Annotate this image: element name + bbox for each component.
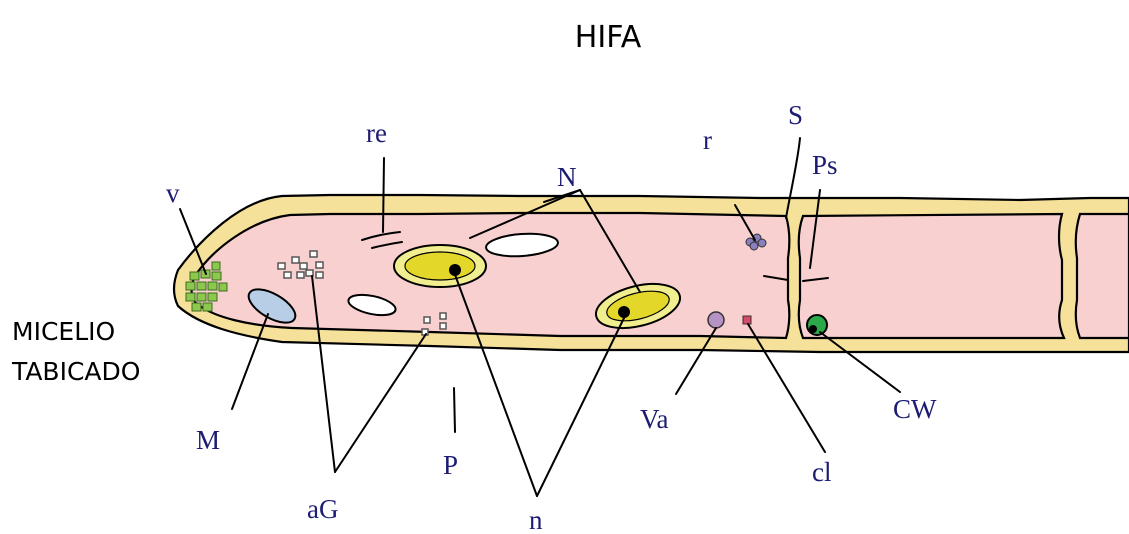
- label-aG: aG: [307, 494, 338, 524]
- crystal: [743, 316, 751, 324]
- diagram-title: HIFA: [575, 20, 642, 55]
- vacuole: [708, 312, 724, 328]
- woronin-body: [807, 315, 827, 335]
- cytoplasm-second-cell: [799, 214, 1064, 338]
- nucleus-1: [394, 245, 486, 287]
- side-label-line1: MICELIO: [12, 317, 115, 346]
- side-label-line2: TABICADO: [11, 357, 140, 386]
- label-Ps: Ps: [812, 150, 838, 180]
- cytoplasm-third-cell: [1076, 214, 1129, 338]
- label-Va: Va: [640, 404, 669, 434]
- label-cl: cl: [812, 457, 832, 487]
- label-CW: CW: [893, 394, 937, 424]
- label-re: re: [366, 118, 387, 148]
- label-n: n: [529, 505, 543, 534]
- label-S: S: [788, 100, 803, 130]
- label-r: r: [703, 125, 712, 155]
- label-N: N: [557, 162, 577, 192]
- label-M: M: [196, 425, 220, 455]
- label-P: P: [443, 450, 458, 480]
- label-v: v: [166, 178, 180, 208]
